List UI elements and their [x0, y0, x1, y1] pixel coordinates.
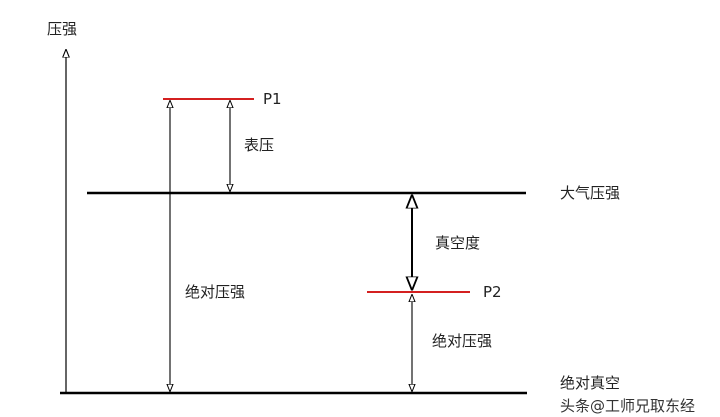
vacuum-degree-label: 真空度 [435, 234, 481, 252]
axis-label: 压强 [47, 20, 78, 38]
gauge-pressure-label: 表压 [244, 136, 275, 154]
watermark: 头条@工师兄取东经 [560, 397, 696, 415]
absolute-pressure-p1-label: 绝对压强 [185, 283, 246, 301]
absolute-pressure-p2-label: 绝对压强 [432, 332, 493, 350]
atmospheric-label: 大气压强 [560, 184, 621, 202]
p1-label: P1 [263, 90, 282, 108]
p2-label: P2 [483, 283, 502, 301]
absolute-vacuum-label: 绝对真空 [560, 374, 621, 392]
